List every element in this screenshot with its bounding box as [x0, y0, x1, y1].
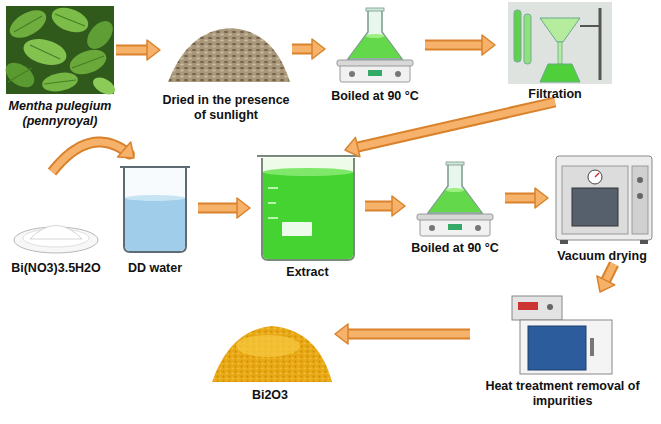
process-arrow	[345, 102, 555, 157]
arrow-body	[505, 195, 537, 202]
process-step: DD water	[112, 158, 198, 276]
arrow-head	[392, 196, 405, 216]
arrow-outline	[365, 201, 394, 212]
step-label: Bi2O3	[205, 385, 335, 403]
arrow-head	[597, 276, 615, 292]
vacuum-oven	[556, 156, 652, 244]
step-label: DD water	[112, 258, 198, 276]
arrow-head	[147, 40, 160, 60]
arrow-heads	[597, 276, 615, 292]
arrow-body	[365, 203, 394, 210]
arrow-outline	[505, 193, 537, 204]
arrow-body	[356, 102, 555, 147]
process-arrow	[52, 142, 134, 172]
step-label: Mentha pulegium (pennyroyal)	[4, 96, 116, 129]
step-label: Dried in the presence of sunlight	[160, 90, 292, 123]
arrow-outline	[356, 102, 555, 147]
arrow-heads	[335, 324, 348, 344]
step-label: Boiled at 90 °C	[405, 238, 505, 256]
arrow-outline	[198, 203, 239, 214]
mint-leaves	[1, 3, 118, 98]
arrow-body	[347, 331, 471, 338]
water-beaker	[120, 167, 190, 252]
process-step: Dried in the presence of sunlight	[160, 8, 292, 123]
arrow-heads	[312, 39, 325, 59]
process-step: Boiled at 90 °C	[405, 158, 505, 256]
extract-beaker	[257, 156, 359, 260]
process-step: Filtration	[495, 2, 615, 102]
arrow-head	[312, 39, 325, 59]
hotplate-flask	[417, 162, 493, 236]
step-label: Filtration	[495, 84, 615, 102]
process-arrow	[425, 35, 495, 55]
process-step: Extract	[250, 150, 365, 280]
arrow-heads	[535, 188, 548, 208]
process-step: Boiled at 90 °C	[325, 4, 425, 104]
arrow-heads	[237, 198, 250, 218]
arrow-outline	[605, 264, 614, 282]
arrow-head	[237, 198, 250, 218]
process-arrow	[335, 324, 470, 344]
arrow-heads	[345, 137, 360, 156]
process-step: Vacuum drying	[548, 150, 656, 264]
arrow-head	[482, 35, 495, 55]
dried-seeds	[168, 28, 290, 82]
arrow-body	[198, 205, 239, 212]
process-arrow	[505, 188, 548, 208]
process-arrow	[116, 40, 160, 60]
filtration-setup	[508, 2, 612, 84]
process-step: Bi(NO3)3.5H2O	[2, 172, 110, 276]
nitrate-powder	[14, 226, 98, 254]
step-label: Vacuum drying	[548, 246, 656, 264]
process-arrow	[292, 39, 325, 59]
arrow-heads	[118, 142, 134, 158]
step-label: Bi(NO3)3.5H2O	[2, 258, 110, 276]
oxide-powder	[212, 326, 332, 382]
step-label: Extract	[250, 262, 365, 280]
arrow-head	[535, 188, 548, 208]
arrow-heads	[482, 35, 495, 55]
arrow-body	[605, 264, 614, 282]
arrow-head	[335, 324, 348, 344]
arrow-outline	[347, 329, 471, 340]
arrow-head	[345, 137, 360, 156]
hotplate-flask	[337, 8, 413, 82]
arrow-outline	[292, 44, 314, 55]
arrow-heads	[392, 196, 405, 216]
process-arrow	[198, 198, 250, 218]
arrow-body	[425, 42, 484, 49]
arrow-head	[118, 142, 134, 158]
arrow-heads	[147, 40, 160, 60]
process-step: Heat treatment removal of impurities	[470, 292, 655, 409]
process-arrow	[365, 196, 405, 216]
arrow-body	[292, 46, 314, 53]
arrow-outline	[425, 40, 484, 51]
arrow-outline	[116, 45, 149, 56]
arrow-body	[116, 47, 149, 54]
process-step: Bi2O3	[205, 315, 335, 403]
process-arrow	[597, 264, 615, 292]
step-label: Boiled at 90 °C	[325, 86, 425, 104]
step-label: Heat treatment removal of impurities	[470, 376, 655, 409]
muffle-furnace	[512, 296, 612, 374]
process-step: Mentha pulegium (pennyroyal)	[4, 4, 116, 129]
